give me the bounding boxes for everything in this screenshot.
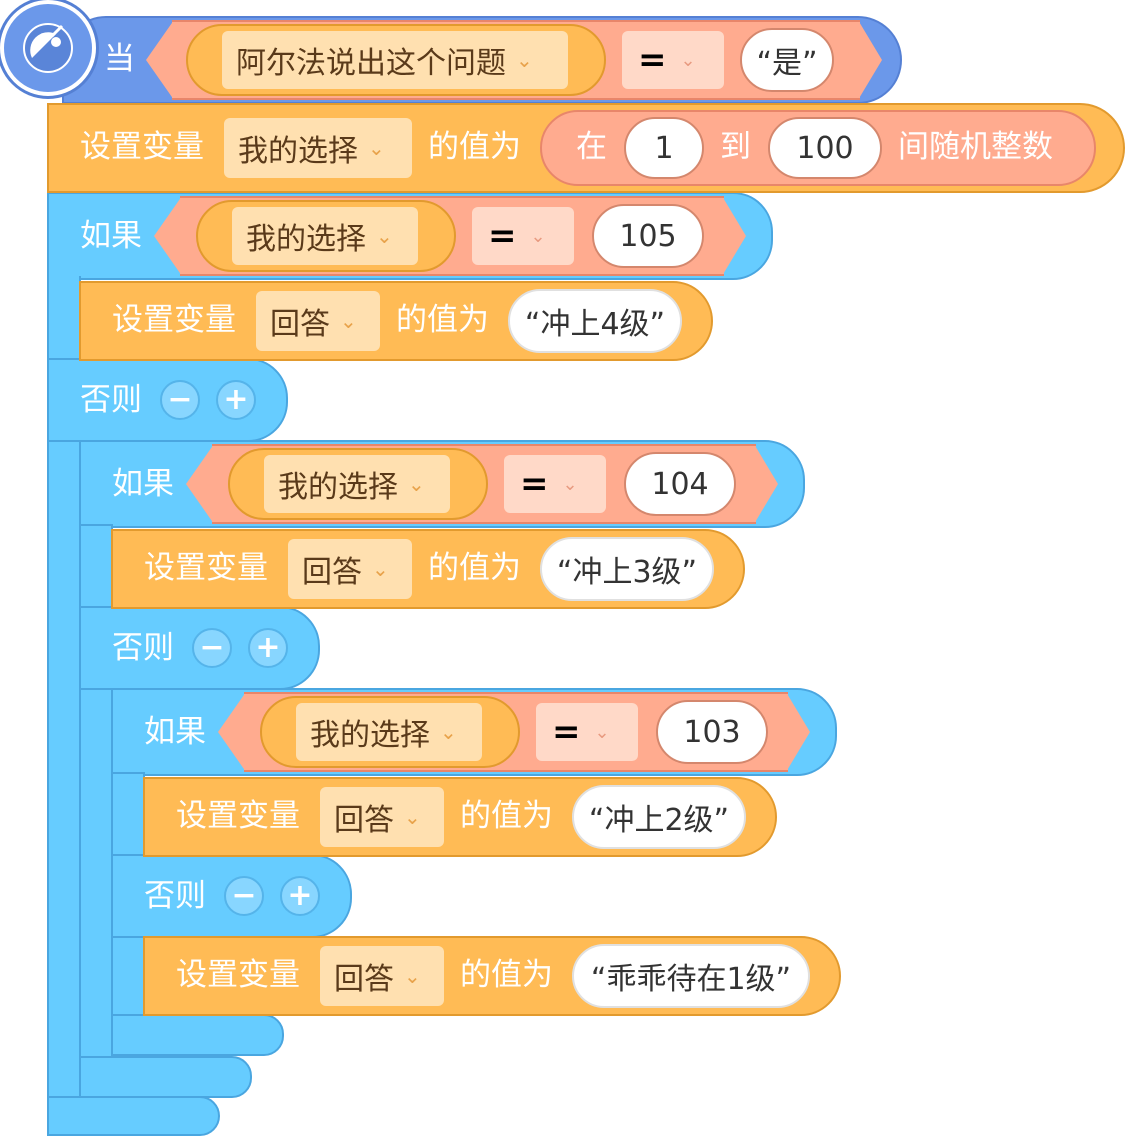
chevron-down-icon: ⌄ [562,473,578,495]
operator-text: = [638,40,667,80]
random-from-label: 在 [576,129,607,165]
hat-condition-left-point [146,20,174,100]
set-variable-label: 设置变量 [112,302,236,338]
condition-left-point [218,692,246,772]
hat-condition-right-point [858,20,882,100]
answer-text-input[interactable]: “冲上4级” [508,289,682,353]
chevron-down-icon: ⌄ [516,48,533,72]
when-label: 当 [104,41,135,77]
broadcast-satellite-icon [23,23,73,73]
chevron-down-icon: ⌄ [340,309,357,333]
remove-else-button[interactable]: − [192,628,232,668]
add-else-button[interactable]: + [216,380,256,420]
chevron-down-icon: ⌄ [368,136,385,160]
variable-dropdown-text: 我的选择 [278,470,398,505]
chevron-down-icon: ⌄ [680,49,696,71]
variable-dropdown-text: 我的选择 [246,222,366,257]
value-label: 的值为 [460,798,553,834]
else-label: 否则 [144,878,206,914]
if-label: 如果 [144,714,206,750]
sensor-dropdown[interactable]: 阿尔法说出这个问题 ⌄ [222,31,568,89]
operator-dropdown[interactable]: = ⌄ [504,455,606,513]
hat-icon-badge[interactable] [0,0,96,96]
target-variable-text: 回答 [334,962,394,997]
compare-value-input[interactable]: 105 [592,204,704,268]
variable-dropdown[interactable]: 我的选择 ⌄ [224,118,412,178]
else-label: 否则 [80,382,142,418]
set-variable-label: 设置变量 [176,957,300,993]
if-label: 如果 [80,218,142,254]
condition-right-point [754,444,778,524]
if-block-inner-foot [111,1014,284,1056]
condition-right-point [786,692,810,772]
set-variable-label: 设置变量 [144,550,268,586]
hat-operator-dropdown[interactable]: = ⌄ [622,31,724,89]
target-variable-text: 回答 [302,555,362,590]
add-else-button[interactable]: + [280,876,320,916]
variable-dropdown[interactable]: 我的选择 ⌄ [232,207,418,265]
set-variable-label: 设置变量 [176,798,300,834]
else-label: 否则 [112,630,174,666]
answer-text-input[interactable]: “冲上3级” [540,537,714,601]
target-variable-text: 回答 [270,307,330,342]
target-variable-dropdown[interactable]: 回答 ⌄ [256,291,380,351]
if-block-outer-foot [47,1096,220,1136]
chevron-down-icon: ⌄ [594,721,610,743]
condition-right-point [722,196,746,276]
condition-left-point [154,196,182,276]
chevron-down-icon: ⌄ [408,472,425,496]
operator-text: = [488,216,517,256]
chevron-down-icon: ⌄ [440,720,457,744]
target-variable-dropdown[interactable]: 回答 ⌄ [320,787,444,847]
operator-text: = [520,464,549,504]
add-else-button[interactable]: + [248,628,288,668]
operator-dropdown[interactable]: = ⌄ [472,207,574,265]
chevron-down-icon: ⌄ [530,225,546,247]
compare-value-input[interactable]: 104 [624,452,736,516]
condition-left-point [186,444,214,524]
target-variable-dropdown[interactable]: 回答 ⌄ [320,946,444,1006]
chevron-down-icon: ⌄ [372,557,389,581]
target-variable-dropdown[interactable]: 回答 ⌄ [288,539,412,599]
sensor-dropdown-text: 阿尔法说出这个问题 [236,46,506,81]
remove-else-button[interactable]: − [224,876,264,916]
variable-dropdown[interactable]: 我的选择 ⌄ [264,455,450,513]
variable-dropdown-text: 我的选择 [310,718,430,753]
chevron-down-icon: ⌄ [404,805,421,829]
value-label: 的值为 [396,302,489,338]
remove-else-button[interactable]: − [160,380,200,420]
value-label: 的值为 [428,550,521,586]
chevron-down-icon: ⌄ [404,964,421,988]
operator-dropdown[interactable]: = ⌄ [536,703,638,761]
random-from-input[interactable]: 1 [624,117,704,179]
operator-text: = [552,712,581,752]
set-variable-label: 设置变量 [80,129,204,165]
hat-value-input[interactable]: “是” [740,28,834,92]
variable-dropdown[interactable]: 我的选择 ⌄ [296,703,482,761]
chevron-down-icon: ⌄ [376,224,393,248]
answer-text-input[interactable]: “冲上2级” [572,785,746,849]
compare-value-input[interactable]: 103 [656,700,768,764]
random-to-label: 到 [720,129,751,165]
value-label: 的值为 [428,129,521,165]
if-block-middle-foot [79,1056,252,1098]
value-label: 的值为 [460,957,553,993]
random-to-input[interactable]: 100 [768,117,882,179]
random-suffix-label: 间随机整数 [898,129,1053,165]
target-variable-text: 回答 [334,803,394,838]
variable-dropdown-text: 我的选择 [238,134,358,169]
if-label: 如果 [112,466,174,502]
answer-text-input[interactable]: “乖乖待在1级” [572,944,810,1008]
